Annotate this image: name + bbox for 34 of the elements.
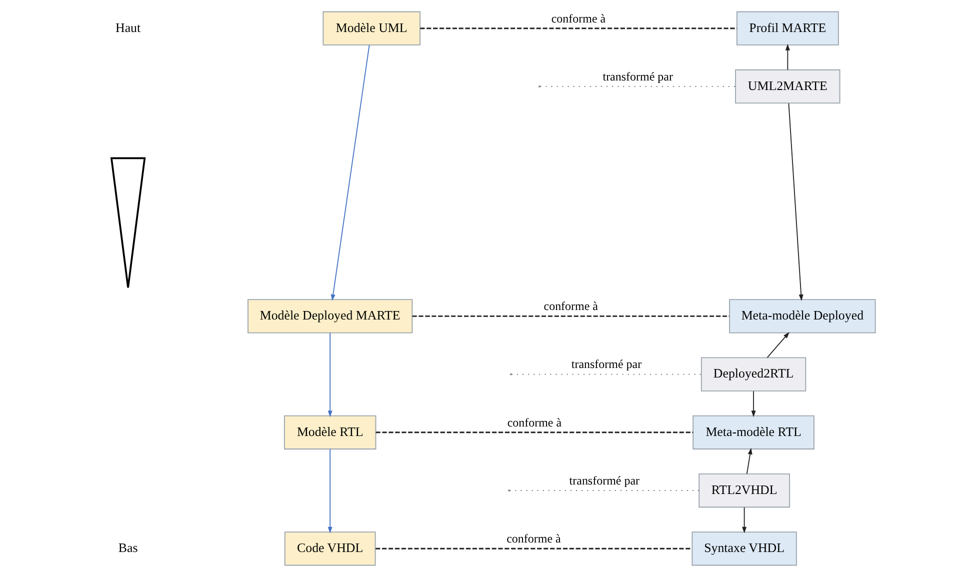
edge-label: transformé par bbox=[571, 357, 642, 372]
node-box: Syntaxe VHDL bbox=[692, 532, 797, 566]
node-box: UML2MARTE bbox=[735, 69, 840, 104]
node-box: Modèle UML bbox=[322, 11, 420, 46]
edge-label: transformé par bbox=[569, 473, 640, 488]
connector bbox=[376, 432, 694, 434]
arrow bbox=[330, 44, 370, 301]
arrow bbox=[785, 44, 790, 70]
arrow bbox=[746, 448, 752, 474]
arrow bbox=[766, 332, 790, 358]
node-box: Meta-modèle Deployed bbox=[729, 299, 876, 334]
node-box: Meta-modèle RTL bbox=[692, 415, 814, 450]
node-box: Deployed2RTL bbox=[700, 357, 806, 392]
arrow bbox=[742, 506, 747, 534]
node-box: Modèle Deployed MARTE bbox=[248, 299, 413, 334]
edge-label: conforme à bbox=[544, 299, 598, 314]
edge-label: transformé par bbox=[602, 69, 673, 84]
node-box: Profil MARTE bbox=[736, 11, 839, 46]
edge-label: conforme à bbox=[507, 415, 562, 430]
edge-label: conforme à bbox=[551, 11, 606, 26]
connector bbox=[376, 548, 692, 550]
node-box: RTL2VHDL bbox=[698, 473, 790, 508]
arrow bbox=[328, 332, 332, 418]
label: Bas bbox=[118, 540, 138, 556]
connector bbox=[412, 315, 730, 317]
node-box: Modèle RTL bbox=[284, 415, 376, 450]
connector bbox=[420, 28, 737, 30]
arrow bbox=[751, 390, 756, 418]
arrow bbox=[788, 102, 804, 301]
label: Haut bbox=[116, 20, 141, 35]
node-box: Code VHDL bbox=[284, 532, 376, 566]
arrow bbox=[328, 448, 332, 534]
edge-label: conforme à bbox=[506, 532, 561, 546]
node-triangle bbox=[110, 157, 146, 288]
